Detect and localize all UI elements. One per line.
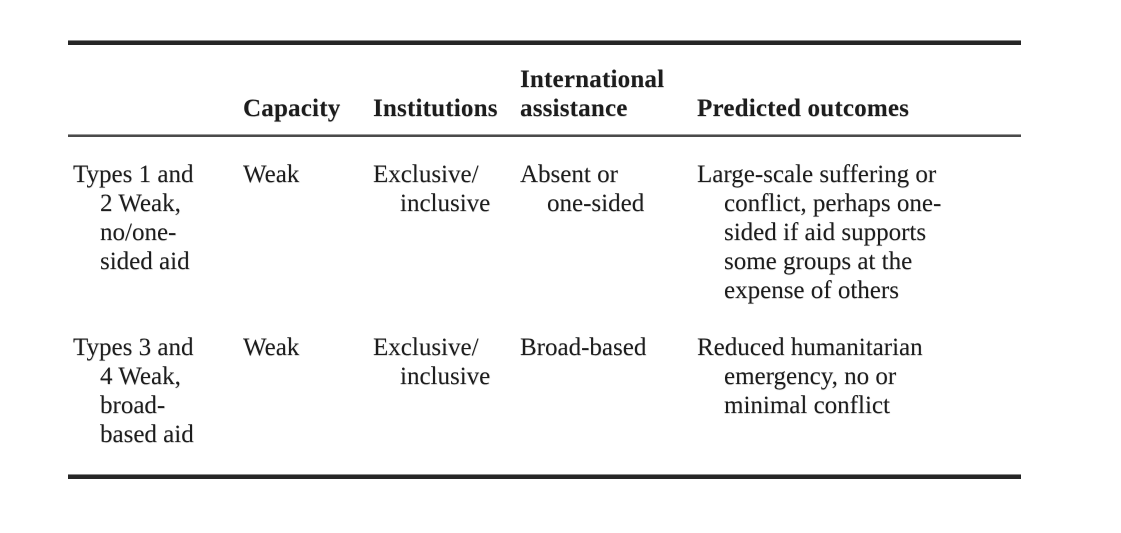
cell-capacity: Weak [243, 161, 300, 188]
table-top-rule [68, 40, 1021, 45]
header-cell-capacity: Capacity [243, 95, 341, 122]
table-bottom-rule [68, 474, 1021, 479]
cell-international-assistance: Broad-based [520, 334, 647, 361]
header-cell-predicted-outcomes: Predicted outcomes [697, 95, 910, 122]
header-cell-institutions: Institutions [373, 95, 498, 122]
cell-institutions: Exclusive/inclusive [373, 161, 491, 217]
cell-institutions: Exclusive/inclusive [373, 334, 491, 390]
cell-capacity: Weak [243, 334, 300, 361]
table-header-rule [68, 134, 1021, 137]
